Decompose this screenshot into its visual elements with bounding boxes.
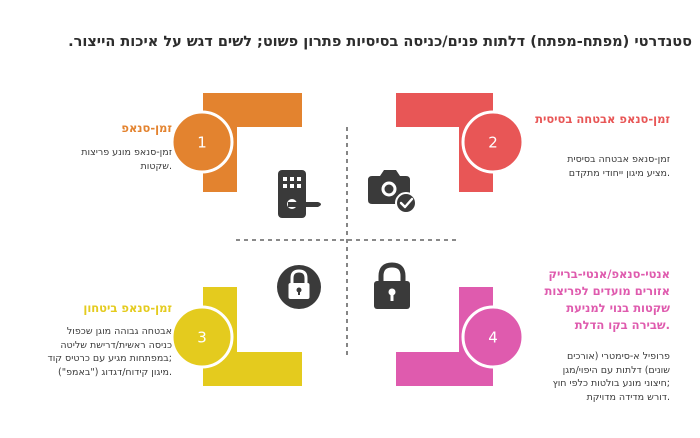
quadrant-3-number: 3	[197, 329, 207, 347]
door-lock-keypad-icon	[278, 170, 321, 218]
quadrant-2-description: זמן-סנאפ אבטחה בסיסית מציע מיגון ייחודי …	[567, 154, 670, 179]
quadrant-4-description: פרופיל א-סימטרי (אורכים שונים) דלתות עם …	[552, 351, 670, 403]
quadrant-4-number: 4	[488, 329, 498, 347]
quadrant-1-shape: 1	[170, 93, 302, 192]
quadrant-1-number: 1	[197, 134, 207, 152]
quadrant-2-heading: זמן-סנאפ אבטחה בסיסית	[535, 112, 670, 126]
camera-check-icon	[368, 170, 417, 214]
quadrant-1-description: זמן-סנאפ מונע פריצות שקטות.	[81, 147, 172, 172]
padlock-open-icon	[374, 262, 410, 309]
quadrant-3-heading: זמן-סנאפ ביטחון	[83, 301, 172, 315]
padlock-closed-icon	[277, 265, 321, 309]
quadrant-2-shape: 2	[396, 93, 525, 192]
quadrant-3-description: אבטחה גבוהה מוגן שכפול כניסה ראשית/דרישת…	[47, 326, 172, 378]
quadrant-3-shape: 3	[170, 287, 302, 386]
quadrant-2-number: 2	[488, 134, 498, 152]
quadrant-4-shape: 4	[396, 287, 525, 386]
page-title: .סטנדרטי (מפתח-מפתח) דלתות פנים/כניסה בס…	[68, 34, 692, 50]
quadrant-1-heading: זמן-סנאפ	[121, 121, 172, 135]
quadrant-4-heading: אנטי-סנאפ/אנטי-ברייק אזורים מועדים לפריצ…	[544, 267, 670, 332]
